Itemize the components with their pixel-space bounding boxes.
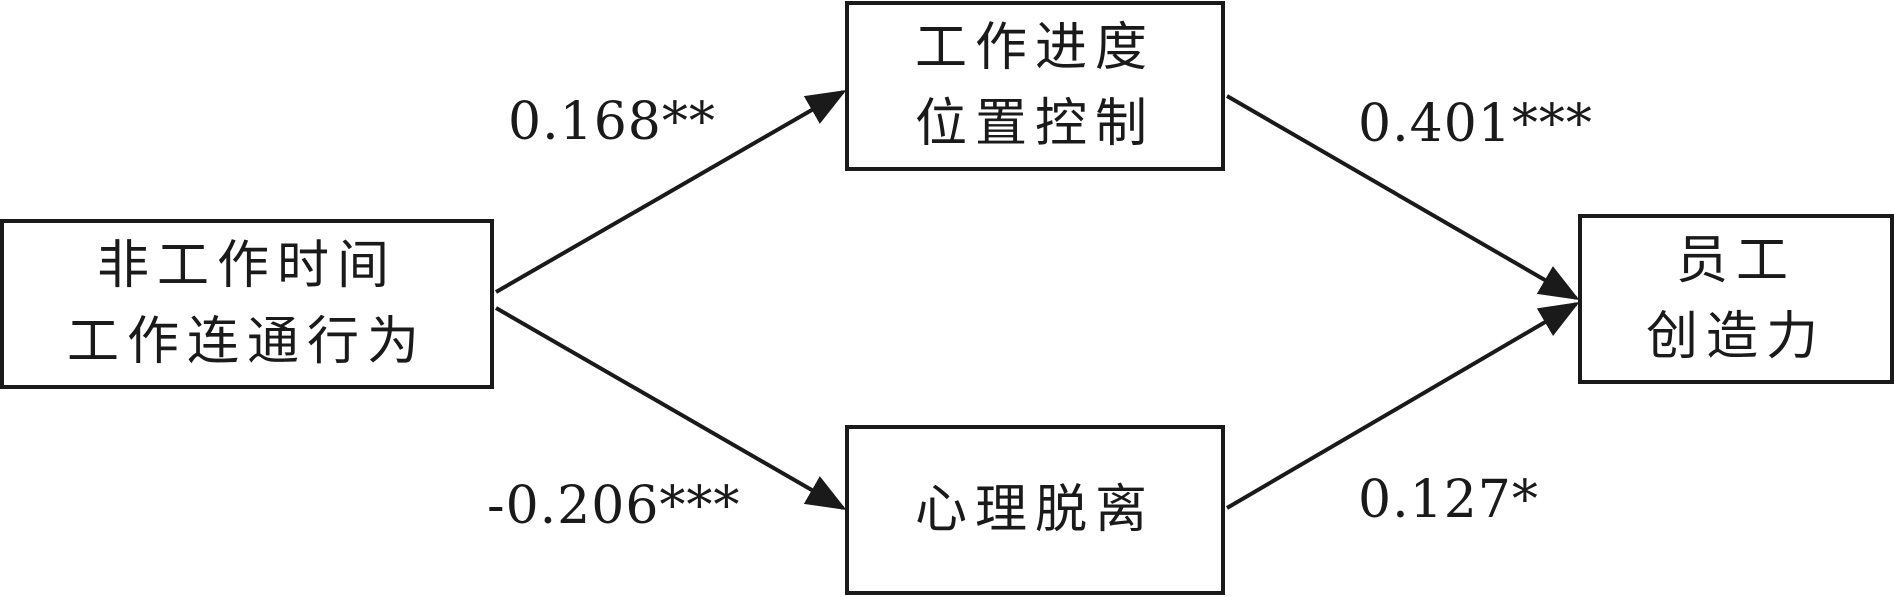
arrow-x-to-m2 — [495, 306, 847, 510]
path-coefficient-m1-to-y: 0.401*** — [1358, 94, 1593, 154]
node-independent-line1: 非工作时间 — [96, 236, 397, 296]
path-coefficient-x-to-m1: 0.168** — [508, 92, 716, 152]
node-dependent-line2: 创造力 — [1645, 307, 1826, 367]
node-mediator-work-progress-control: 工作进度 位置控制 — [845, 1, 1225, 171]
node-mediator1-line1: 工作进度 — [914, 18, 1155, 78]
node-dependent-variable: 员工 创造力 — [1578, 214, 1894, 384]
node-mediator1-line2: 位置控制 — [914, 94, 1155, 154]
node-independent-line2: 工作连通行为 — [66, 312, 427, 372]
node-dependent-line1: 员工 — [1675, 231, 1796, 291]
node-independent-variable: 非工作时间 工作连通行为 — [0, 219, 494, 389]
node-mediator2-line1: 心理脱离 — [914, 480, 1155, 540]
arrow-x-to-m1 — [495, 90, 847, 294]
arrow-m1-to-y — [1225, 94, 1580, 301]
node-mediator-psychological-detachment: 心理脱离 — [845, 425, 1225, 595]
path-coefficient-x-to-m2: -0.206*** — [487, 476, 741, 536]
path-coefficient-m2-to-y: 0.127* — [1358, 470, 1539, 530]
arrow-m2-to-y — [1225, 301, 1580, 510]
